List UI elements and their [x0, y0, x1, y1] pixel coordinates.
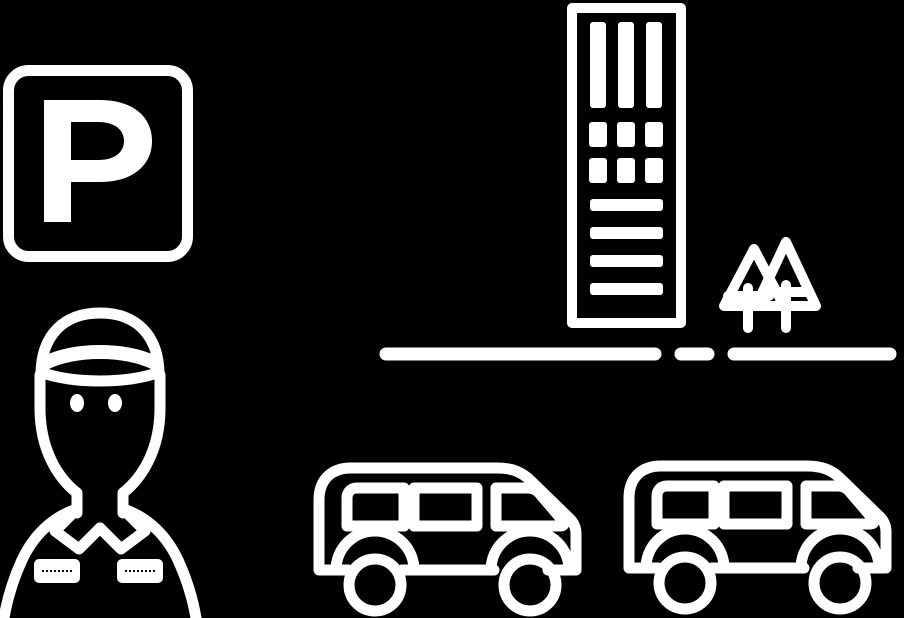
van-left-window-rear: [341, 482, 410, 532]
building-square-window-2-3: [645, 158, 663, 183]
van-right-wheel-arch-front: [795, 523, 885, 574]
office-building: [567, 3, 686, 328]
pocket-left-body: [34, 559, 80, 583]
van-left-wheel-arch-front: [485, 525, 575, 576]
parking-sign-letter-p: [44, 100, 152, 222]
pine-trees: [719, 237, 821, 333]
cap-dome: [35, 307, 165, 381]
van-left-tire-front: [498, 553, 562, 617]
van-left-windshield: [490, 482, 570, 532]
building-square-window-1-1: [589, 122, 607, 147]
building-band-2: [590, 227, 663, 239]
van-left-wheel-rear: [330, 525, 420, 617]
building-square-window-2-2: [617, 158, 635, 183]
tree-left-canopy: [719, 244, 789, 311]
building-tall-window-1: [590, 22, 606, 108]
eye-left: [70, 394, 84, 412]
van-right-wheel-arch-rear: [640, 523, 730, 574]
van-right-tire-front: [808, 551, 872, 615]
shoulder-left: [0, 503, 83, 618]
collar-right: [94, 503, 151, 555]
building-band-1: [590, 199, 663, 211]
van-right-wheel-rear: [640, 523, 730, 615]
van-left-wheel-front: [485, 525, 575, 617]
building-band-4: [590, 283, 663, 295]
van-right-tire-rear: [653, 551, 717, 615]
pocket-left: [34, 559, 80, 583]
eye-right: [108, 394, 122, 412]
van-right-windshield: [800, 480, 880, 530]
parking-sign: [3, 65, 193, 262]
van-left: [313, 462, 582, 617]
valet-attendant: [0, 307, 202, 618]
face-outline: [34, 369, 166, 519]
collar-left: [49, 503, 106, 555]
pocket-right-body: [117, 559, 163, 583]
building-outline: [567, 3, 686, 328]
cap-brim-line: [35, 366, 165, 387]
building-square-window-1-3: [645, 122, 663, 147]
building-tall-window-3: [646, 22, 662, 108]
building-tall-window-2: [618, 22, 634, 108]
building-band-3: [590, 255, 663, 267]
building-square-window-1-2: [617, 122, 635, 147]
van-left-window-middle: [408, 482, 483, 532]
van-right: [623, 460, 892, 615]
van-right-window-middle: [718, 480, 793, 530]
van-right-wheel-front: [795, 523, 885, 615]
cap-band: [38, 345, 162, 370]
parking-sign-frame: [3, 65, 193, 262]
shoulder-right: [117, 503, 202, 618]
building-square-window-2-1: [589, 158, 607, 183]
van-right-window-rear: [651, 480, 720, 530]
van-left-wheel-arch-rear: [330, 525, 420, 576]
pocket-right: [117, 559, 163, 583]
van-left-tire-rear: [343, 553, 407, 617]
